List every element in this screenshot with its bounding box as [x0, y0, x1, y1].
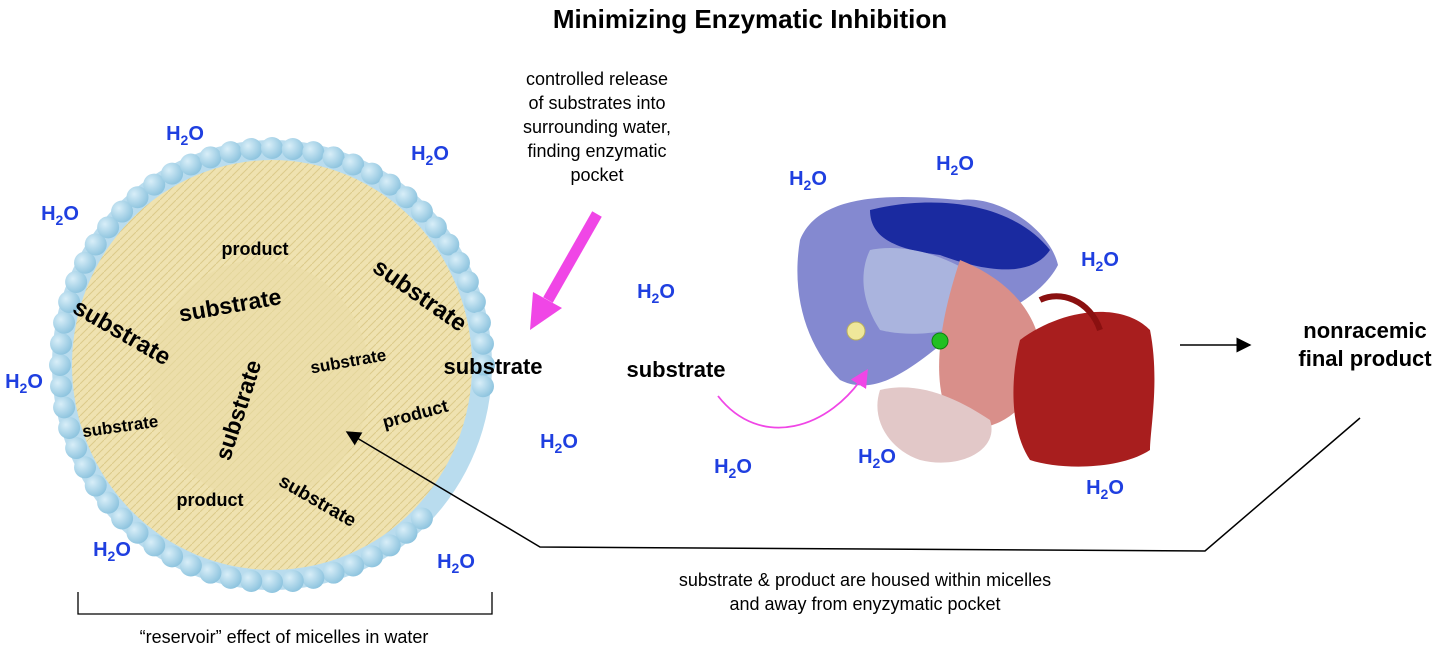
- lipid-head-bead: [65, 437, 88, 460]
- lipid-head-bead: [111, 507, 134, 530]
- lipid-head-bead: [281, 569, 304, 592]
- release-arrow: [530, 211, 602, 330]
- water-label: H2O: [41, 203, 79, 228]
- lipid-head-bead: [50, 332, 73, 355]
- lipid-head-bead: [447, 251, 470, 274]
- lipid-head-bead: [240, 569, 263, 592]
- diagram-title: Minimizing Enzymatic Inhibition: [553, 4, 947, 34]
- water-label: H2O: [166, 123, 204, 148]
- water-label: H2O: [411, 143, 449, 168]
- lipid-head-bead: [49, 354, 71, 376]
- caption-line: pocket: [570, 165, 623, 185]
- lipid-head-bead: [126, 186, 149, 209]
- lipid-head-bead: [161, 162, 184, 185]
- lipid-head-bead: [179, 153, 202, 176]
- lipid-head-bead: [219, 566, 242, 589]
- water-label: H2O: [93, 539, 131, 564]
- water-label: H2O: [437, 551, 475, 576]
- lipid-head-bead: [53, 396, 76, 419]
- lipid-head-bead: [463, 291, 486, 314]
- lipid-head-bead: [302, 566, 325, 589]
- lipid-head-bead: [111, 200, 134, 223]
- lipid-head-bead: [143, 173, 166, 196]
- lipid-head-bead: [410, 507, 433, 530]
- lipid-head-bead: [342, 554, 365, 577]
- lipid-head-bead: [143, 534, 166, 557]
- lipid-head-bead: [302, 141, 325, 164]
- water-label: H2O: [858, 446, 896, 471]
- lipid-head-bead: [471, 332, 494, 355]
- lipid-head-bead: [74, 251, 97, 274]
- final-product-line: nonracemic: [1303, 318, 1427, 343]
- lipid-head-bead: [468, 311, 491, 334]
- lipid-head-bead: [322, 146, 345, 169]
- lipid-head-bead: [240, 138, 263, 161]
- micelle-head-beads: [49, 137, 495, 593]
- lipid-head-bead: [126, 521, 149, 544]
- label-product: product: [177, 490, 244, 510]
- release-caption: controlled release of substrates into su…: [523, 69, 671, 185]
- lipid-head-bead: [58, 416, 81, 439]
- caption-line: controlled release: [526, 69, 668, 89]
- water-labels: H2O H2O H2O H2O H2O H2O H2O H2O H2O H2O H2O H2O H2O H…: [5, 123, 1124, 576]
- lipid-head-bead: [97, 491, 120, 514]
- label-product: product: [222, 239, 289, 259]
- water-label: H2O: [936, 153, 974, 178]
- lipid-head-bead: [97, 216, 120, 239]
- water-label: H2O: [1086, 477, 1124, 502]
- lipid-head-bead: [261, 571, 283, 593]
- water-label: H2O: [1081, 249, 1119, 274]
- final-product-line: final product: [1298, 346, 1432, 371]
- binding-arrow: [717, 368, 868, 429]
- lipid-head-bead: [53, 311, 76, 334]
- lipid-head-bead: [437, 233, 460, 256]
- lipid-head-bead: [410, 200, 433, 223]
- label-substrate: substrate: [443, 354, 542, 379]
- lipid-head-bead: [456, 270, 479, 293]
- lipid-head-bead: [74, 456, 97, 479]
- enzyme-protein: [797, 196, 1155, 467]
- lipid-head-bead: [473, 354, 495, 376]
- housed-caption-line: substrate & product are housed within mi…: [679, 570, 1051, 590]
- caption-line: of substrates into: [528, 93, 665, 113]
- lipid-head-bead: [395, 186, 418, 209]
- water-label: H2O: [540, 431, 578, 456]
- lipid-head-bead: [161, 545, 184, 568]
- housed-caption-line: and away from enyzymatic pocket: [729, 594, 1000, 614]
- micelle: [49, 137, 495, 593]
- reservoir-bracket: [77, 592, 493, 615]
- lipid-head-bead: [199, 146, 222, 169]
- lipid-head-bead: [360, 545, 383, 568]
- lipid-head-bead: [378, 534, 401, 557]
- caption-line: finding enzymatic: [527, 141, 666, 161]
- lipid-head-bead: [199, 561, 222, 584]
- lipid-head-bead: [65, 270, 88, 293]
- lipid-head-bead: [50, 375, 73, 398]
- return-arrow: [345, 417, 1361, 552]
- water-label: H2O: [789, 168, 827, 193]
- lipid-head-bead: [219, 141, 242, 164]
- water-label: H2O: [5, 371, 43, 396]
- lipid-head-bead: [322, 561, 345, 584]
- lipid-head-bead: [471, 375, 494, 398]
- water-label: H2O: [637, 281, 675, 306]
- lipid-head-bead: [342, 153, 365, 176]
- lipid-head-bead: [84, 233, 107, 256]
- reservoir-caption: “reservoir” effect of micelles in water: [140, 627, 429, 647]
- water-label: H2O: [714, 456, 752, 481]
- lipid-head-bead: [84, 474, 107, 497]
- lipid-head-bead: [281, 138, 304, 161]
- lipid-head-bead: [378, 173, 401, 196]
- lipid-head-bead: [360, 162, 383, 185]
- lipid-head-bead: [395, 521, 418, 544]
- lipid-head-bead: [58, 291, 81, 314]
- lipid-head-bead: [261, 137, 283, 159]
- caption-line: surrounding water,: [523, 117, 671, 137]
- lipid-head-bead: [424, 216, 447, 239]
- lipid-head-bead: [179, 554, 202, 577]
- free-substrate-label: substrate: [626, 357, 725, 382]
